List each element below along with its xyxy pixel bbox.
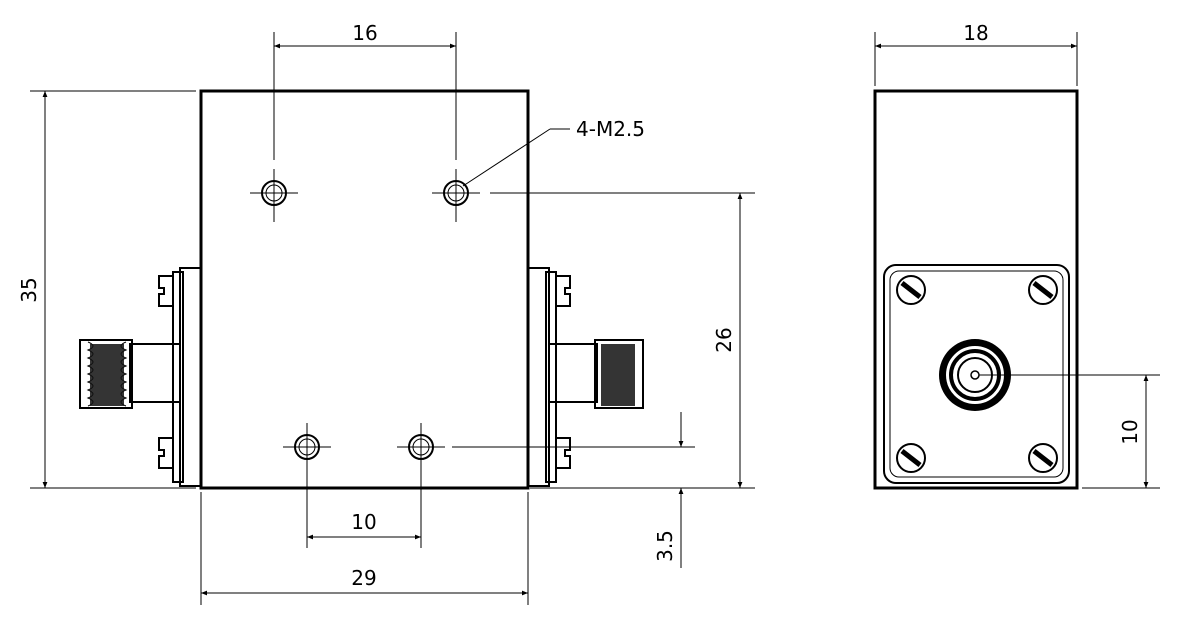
dim-overall-height: 35 (17, 90, 196, 489)
hole-bottom-left (283, 423, 331, 471)
dim-label-29: 29 (351, 566, 376, 590)
screw-icon (896, 275, 926, 305)
side-body (873, 89, 1079, 490)
screw-icon (1028, 275, 1058, 305)
dim-label-10-side: 10 (1118, 419, 1142, 444)
mounting-holes (250, 169, 480, 471)
left-connector (79, 267, 202, 487)
front-body (199, 89, 530, 490)
hole-callout: 4-M2.5 (462, 117, 645, 187)
screw-icon (1028, 443, 1058, 473)
dim-label-16: 16 (352, 21, 377, 45)
dim-label-35: 35 (17, 277, 41, 302)
right-connector (527, 267, 644, 487)
front-view: 16 35 4-M2.5 26 10 (17, 21, 755, 605)
dim-label-3-5: 3.5 (653, 530, 677, 562)
dim-bottom-hole-offset: 3.5 (452, 412, 695, 568)
coax-connector-face (939, 339, 1011, 411)
dim-side-width: 18 (874, 21, 1078, 86)
dim-label-18: 18 (963, 21, 988, 45)
screw-icon (896, 443, 926, 473)
dim-top-hole-spacing: 16 (273, 21, 457, 160)
dim-label-10-bottom: 10 (351, 510, 376, 534)
flange-screws (896, 275, 1058, 473)
hole-top-left (250, 169, 298, 222)
hole-bottom-right (397, 423, 445, 471)
side-flange-plate (883, 264, 1070, 484)
dim-connector-height: 10 (979, 374, 1160, 489)
dim-hole-vertical: 26 (490, 192, 755, 489)
dim-body-width: 29 (200, 492, 529, 605)
side-view: 18 10 (873, 21, 1160, 490)
dim-bottom-hole-spacing: 10 (306, 471, 422, 548)
hole-top-right (432, 169, 480, 222)
dim-label-26: 26 (712, 327, 736, 352)
hole-callout-label: 4-M2.5 (576, 117, 645, 141)
